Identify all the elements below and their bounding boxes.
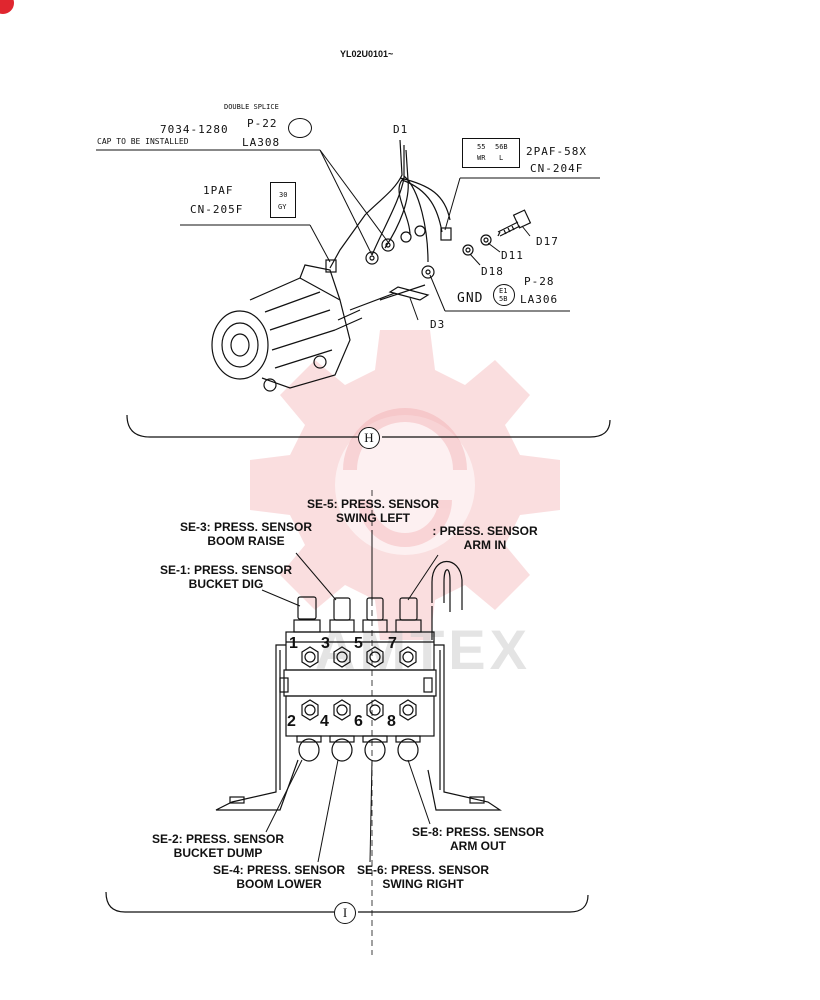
- leader-lines-top: [96, 149, 600, 321]
- pin-label: 56B: [495, 143, 508, 151]
- port-number: 6: [354, 713, 363, 730]
- sensor-title: SE-1: PRESS. SENSOR: [159, 563, 293, 577]
- sensor-function: BOOM LOWER: [236, 877, 322, 891]
- connector-name-label: CN-205F: [190, 203, 244, 216]
- gnd-label: GND: [457, 291, 484, 306]
- sensor-se4-label: SE-4: PRESS. SENSOR BOOM LOWER: [204, 864, 354, 890]
- p22-label: P-22: [247, 117, 278, 130]
- pin-label: GY: [278, 203, 287, 211]
- port-number: 7: [388, 635, 397, 652]
- sensor-se3-label: SE-3: PRESS. SENSOR BOOM RAISE: [172, 521, 320, 547]
- sensor-se1-label: SE-1: PRESS. SENSOR BUCKET DIG: [152, 564, 300, 590]
- sensor-se6-label: SE-6: PRESS. SENSOR SWING RIGHT: [348, 864, 498, 890]
- section-marker-i: I: [334, 902, 356, 924]
- corner-badge: [0, 0, 14, 14]
- wire-harness: [325, 139, 532, 311]
- port-number: 5: [354, 635, 363, 652]
- pin-label: WR: [477, 154, 486, 162]
- connector-code-label: 1PAF: [203, 184, 234, 197]
- sensor-se8-label: SE-8: PRESS. SENSOR ARM OUT: [404, 826, 552, 852]
- sensor-function: ARM OUT: [450, 839, 506, 853]
- port-number: 4: [320, 713, 329, 730]
- sensor-function: BOOM RAISE: [207, 534, 285, 548]
- la306-label: LA306: [520, 293, 559, 306]
- sensor-se7-label: : PRESS. SENSOR ARM IN: [426, 525, 544, 551]
- port-number: 3: [321, 635, 330, 652]
- sensor-title: : PRESS. SENSOR: [432, 524, 538, 538]
- pin-label: 55: [477, 143, 486, 151]
- part-number-label: 7034-1280: [160, 123, 229, 136]
- d1-label: D1: [393, 123, 409, 136]
- sensor-function: BUCKET DUMP: [173, 846, 263, 860]
- d17-label: D17: [536, 235, 559, 248]
- sensor-title: SE-4: PRESS. SENSOR: [212, 863, 346, 877]
- section-marker-h: H: [358, 427, 380, 449]
- section-bracket-i: [105, 891, 589, 913]
- p28-label: P-28: [524, 275, 555, 288]
- sensor-function: SWING LEFT: [336, 511, 410, 525]
- sensor-manifold: [215, 561, 502, 811]
- d3-label: D3: [430, 318, 446, 331]
- gnd-terminal-icon: E1 5B: [493, 284, 515, 306]
- port-number: 1: [289, 635, 298, 652]
- double-splice-label: DOUBLE SPLICE: [224, 103, 279, 111]
- leader-lines-bottom: [261, 530, 439, 863]
- pin-label: 30: [279, 191, 288, 199]
- connector-name-label: CN-204F: [530, 162, 584, 175]
- connector-cn205f-icon: 30 GY: [270, 182, 296, 218]
- cap-note-label: CAP TO BE INSTALLED: [97, 137, 189, 146]
- alternator-drawing: [211, 264, 363, 392]
- sensor-function: SWING RIGHT: [382, 877, 464, 891]
- section-bracket-h: [126, 414, 611, 438]
- document-code: YL02U0101~: [340, 49, 394, 59]
- connector-cn204f-icon: 55 56B WR L: [462, 138, 520, 168]
- pin-label: L: [499, 154, 504, 162]
- d18-label: D18: [481, 265, 504, 278]
- port-number: 8: [387, 713, 396, 730]
- sensor-title: SE-2: PRESS. SENSOR: [151, 832, 285, 846]
- sensor-title: SE-3: PRESS. SENSOR: [179, 520, 313, 534]
- la308-label: LA308: [242, 136, 281, 149]
- sensor-function: BUCKET DIG: [188, 577, 264, 591]
- splice-icon: [288, 118, 312, 138]
- sensor-title: SE-6: PRESS. SENSOR: [356, 863, 490, 877]
- sensor-title: SE-5: PRESS. SENSOR: [306, 497, 440, 511]
- sensor-title: SE-8: PRESS. SENSOR: [411, 825, 545, 839]
- port-number: 2: [287, 713, 296, 730]
- pin-label: E1: [499, 287, 508, 295]
- sensor-function: ARM IN: [463, 538, 507, 552]
- d11-label: D11: [501, 249, 524, 262]
- connector-code-label: 2PAF-58X: [526, 145, 587, 158]
- sensor-se5-label: SE-5: PRESS. SENSOR SWING LEFT: [298, 498, 448, 524]
- sensor-se2-label: SE-2: PRESS. SENSOR BUCKET DUMP: [143, 833, 293, 859]
- pin-label: 5B: [499, 295, 508, 303]
